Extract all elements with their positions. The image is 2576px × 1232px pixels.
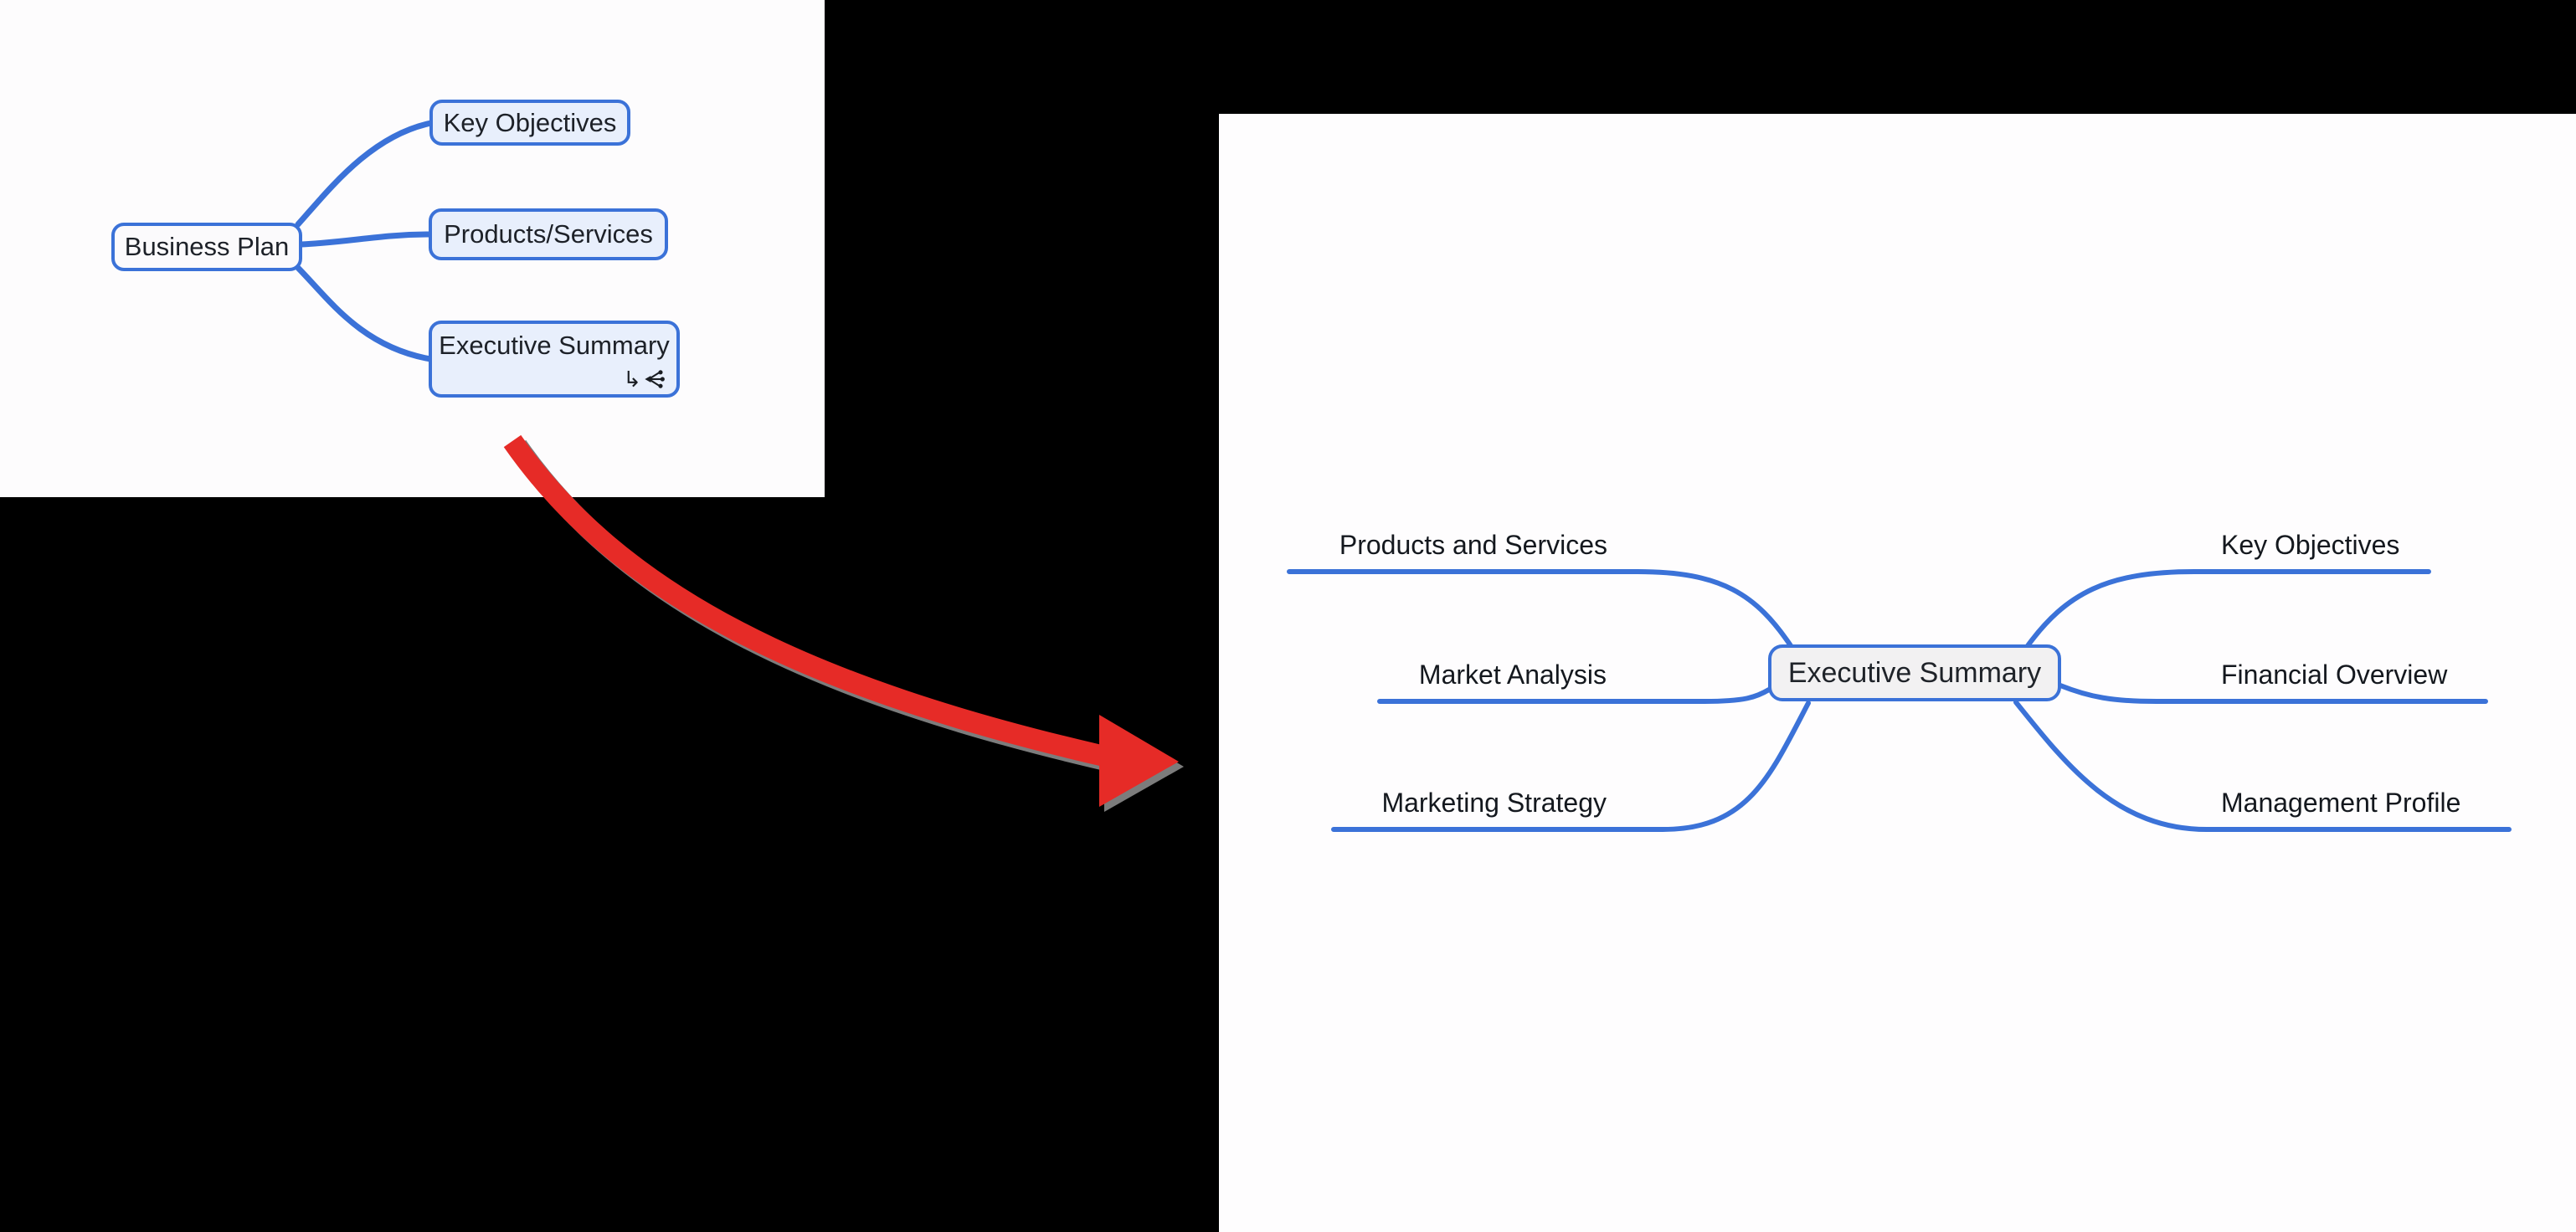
mindmap-node-products-services[interactable]: Products/Services xyxy=(429,208,668,260)
mindmap-node-business-plan[interactable]: Business Plan xyxy=(111,223,302,271)
mindmap-node-executive-summary[interactable]: Executive Summary ↳ xyxy=(429,321,680,398)
branch-management-profile[interactable]: Management Profile xyxy=(2221,788,2461,818)
mindmap-node-key-objectives[interactable]: Key Objectives xyxy=(429,100,630,146)
node-expand-controls[interactable]: ↳ xyxy=(623,367,666,391)
node-label: Executive Summary xyxy=(1787,656,2042,689)
branch-key-objectives[interactable]: Key Objectives xyxy=(2221,530,2400,560)
node-label: Business Plan xyxy=(124,232,290,261)
left-mindmap-edges xyxy=(293,120,434,362)
branch-financial-overview[interactable]: Financial Overview xyxy=(2221,660,2448,690)
mindmap-center-node-executive-summary[interactable]: Executive Summary xyxy=(1768,644,2061,701)
branch-products-and-services[interactable]: Products and Services xyxy=(1339,530,1607,560)
left-mindmap-panel: Business Plan Key Objectives Products/Se… xyxy=(0,0,825,497)
branch-marketing-strategy[interactable]: Marketing Strategy xyxy=(1381,788,1607,818)
node-label: Executive Summary xyxy=(439,331,670,360)
right-mindmap-panel: Executive Summary Products and Services … xyxy=(1219,114,2576,1232)
redirect-arrow-icon: ↳ xyxy=(623,367,641,392)
node-label: Products/Services xyxy=(444,219,653,249)
branch-icon xyxy=(645,370,665,388)
branch-market-analysis[interactable]: Market Analysis xyxy=(1418,660,1607,690)
red-annotation-arrow xyxy=(503,434,1179,807)
node-label: Key Objectives xyxy=(443,107,617,137)
right-mindmap-edges xyxy=(1287,569,2512,832)
